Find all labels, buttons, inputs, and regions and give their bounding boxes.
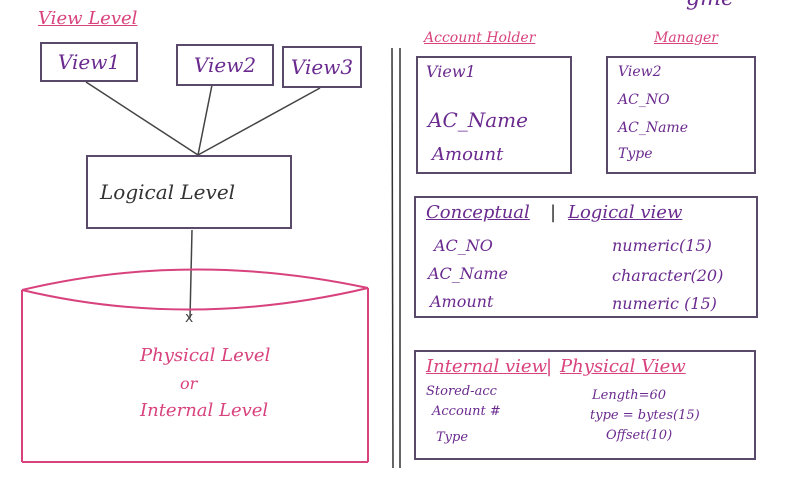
header-fragment: gme: [686, 0, 734, 11]
account-holder-line-3: Amount: [432, 144, 504, 165]
physical-view-title: Physical View: [560, 356, 686, 377]
conceptual-row-1-type: numeric(15): [612, 236, 712, 255]
arrow-mark: x: [185, 310, 193, 326]
internal-level-label: Internal Level: [140, 400, 269, 421]
conceptual-row-1-name: AC_NO: [434, 236, 493, 255]
or-label: or: [180, 374, 198, 393]
logical-level-label: Logical Level: [100, 180, 236, 204]
view2-box: View2: [176, 44, 274, 86]
internal-row-3-right: Offset(10): [606, 428, 673, 443]
manager-line-1: View2: [618, 64, 662, 80]
manager-box: View2 AC_NO AC_Name Type: [606, 56, 756, 174]
separator-line-1: [391, 47, 394, 469]
account-holder-line-2: AC_Name: [428, 108, 528, 132]
internal-row-1-left: Stored-acc: [426, 384, 497, 399]
internal-row-2-right: type = bytes(15): [590, 408, 700, 423]
view3-box: View3: [282, 46, 362, 88]
connector-view2: [197, 84, 213, 156]
view2-label: View2: [193, 53, 257, 77]
manager-line-3: AC_Name: [618, 120, 688, 136]
internal-box: Internal view | Physical View Stored-acc…: [414, 350, 756, 460]
view3-label: View3: [290, 55, 354, 79]
internal-separator: |: [546, 356, 553, 377]
logical-level-box: Logical Level: [86, 155, 292, 229]
internal-view-title: Internal view: [426, 356, 547, 377]
manager-line-4: Type: [618, 146, 653, 162]
internal-row-2-left: Account #: [432, 404, 501, 419]
conceptual-row-2-type: character(20): [612, 266, 724, 285]
disk-top-curve: [21, 268, 369, 291]
conceptual-row-3-name: Amount: [430, 292, 494, 311]
view1-box: View1: [40, 42, 138, 82]
physical-level-label: Physical Level: [140, 345, 271, 366]
internal-row-3-left: Type: [436, 430, 469, 445]
connector-view1: [85, 81, 199, 156]
logical-view-title: Logical view: [568, 202, 683, 223]
account-holder-box: View1 AC_Name Amount: [416, 56, 572, 174]
account-holder-title: Account Holder: [424, 30, 536, 46]
disk-bottom-curve: [21, 287, 369, 311]
manager-title: Manager: [654, 30, 718, 46]
conceptual-row-2-name: AC_Name: [428, 264, 508, 283]
conceptual-row-3-type: numeric (15): [612, 294, 717, 313]
conceptual-separator: |: [550, 202, 557, 223]
view-level-title: View Level: [38, 8, 138, 29]
conceptual-title: Conceptual: [426, 202, 530, 223]
internal-row-1-right: Length=60: [592, 388, 667, 403]
connector-logical-physical: [189, 229, 193, 319]
account-holder-line-1: View1: [426, 62, 476, 81]
view1-label: View1: [57, 50, 121, 74]
manager-line-2: AC_NO: [618, 92, 670, 108]
connector-view3: [197, 87, 321, 156]
conceptual-box: Conceptual | Logical view AC_NO numeric(…: [414, 196, 758, 318]
